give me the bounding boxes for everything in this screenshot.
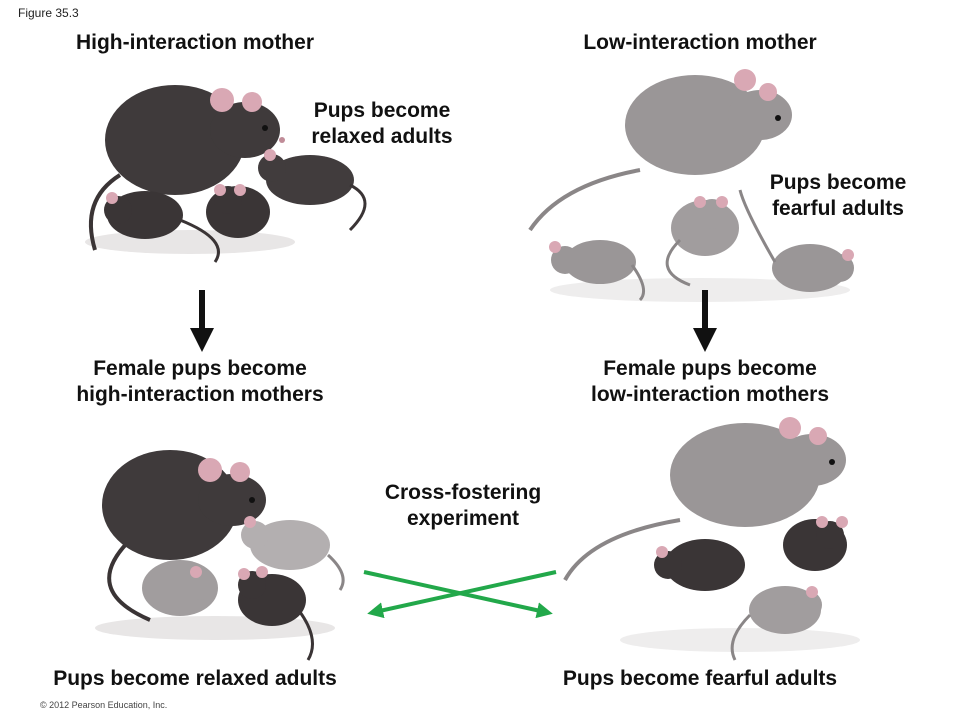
- right-caption: Pups become fearful adults: [562, 667, 838, 690]
- copyright: © 2012 Pearson Education, Inc.: [40, 700, 168, 710]
- high-interaction-rat-group: [85, 85, 367, 263]
- cross-fostering-label: Cross-fostering experiment: [384, 481, 542, 530]
- green-arrow-to-right: [363, 570, 553, 619]
- left-caption: Pups become relaxed adults: [53, 667, 337, 690]
- high-interaction-title: High-interaction mother: [75, 31, 314, 54]
- low-interaction-rat-group: [528, 69, 854, 302]
- figure-label: Figure 35.3: [18, 6, 79, 20]
- green-arrow-to-left: [367, 570, 557, 619]
- bottom-left-rat-group: [95, 450, 345, 661]
- low-pups-note: Pups become fearful adults: [769, 171, 907, 220]
- high-pups-note: Pups become relaxed adults: [311, 99, 453, 148]
- high-result: Female pups become high-interaction moth…: [76, 357, 324, 406]
- bottom-right-rat-group: [563, 417, 860, 661]
- low-interaction-title: Low-interaction mother: [583, 31, 817, 54]
- low-result: Female pups become low-interaction mothe…: [590, 357, 830, 406]
